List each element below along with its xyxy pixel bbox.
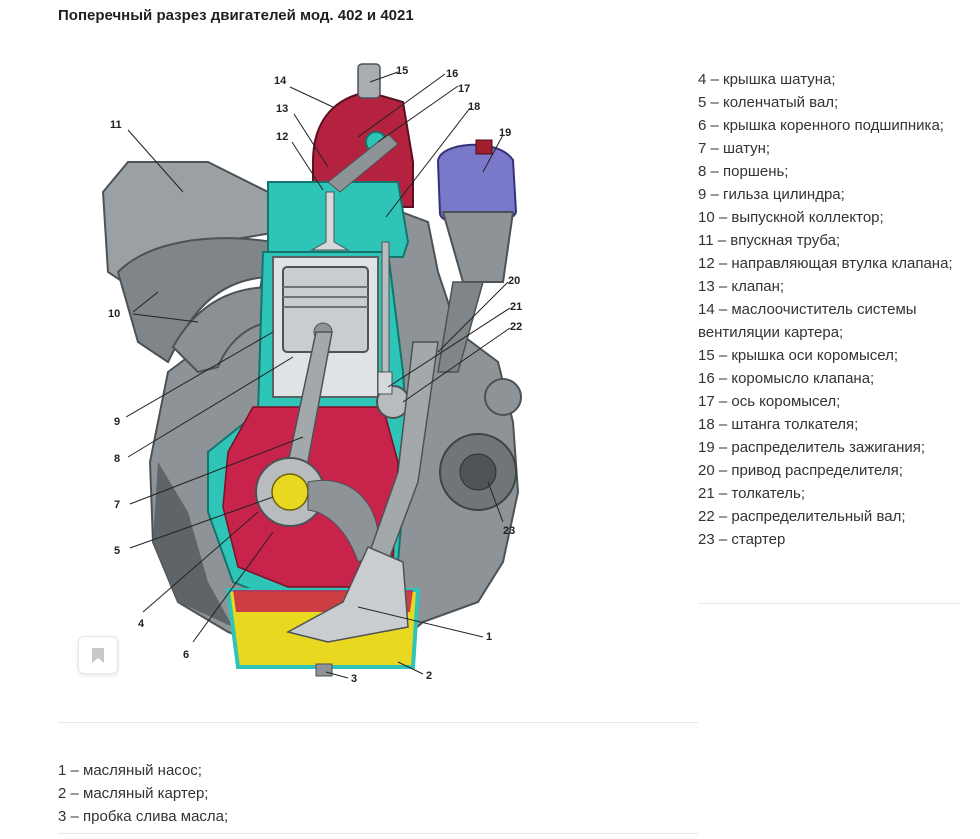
divider [58,722,698,723]
page-title: Поперечный разрез двигателей мод. 402 и … [58,7,414,24]
legend-item: 1 – масляный насос; [58,762,202,779]
starter-hub [459,453,497,491]
legend-item: 11 – впускная труба; [698,232,841,249]
callout-8: 8 [114,453,120,465]
callout-4: 4 [138,618,145,630]
engine-cross-section-figure: 1 2 3 4 5 6 7 8 9 10 11 12 13 14 15 16 1… [58,42,538,702]
legend-item: 22 – распределительный вал; [698,508,906,525]
legend-item: 17 – ось коромысел; [698,393,841,410]
distributor-shaft [437,281,484,373]
callout-2: 2 [426,670,432,682]
legend-item: 5 – коленчатый вал; [698,94,839,111]
legend-item: 6 – крышка коренного подшипника; [698,117,944,134]
legend-item: 23 – стартер [698,531,786,548]
legend-item: 18 – штанга толкателя; [698,416,859,433]
bookmark-button[interactable] [78,636,118,674]
legend-item: 19 – распределитель зажигания; [698,439,926,456]
callout-22: 22 [510,321,522,333]
callout-23: 23 [503,525,515,537]
legend-bottom-list: 1 – масляный насос; 2 – масляный картер;… [58,759,228,828]
callout-17: 17 [458,83,470,95]
callout-12: 12 [276,131,288,143]
pushrod [381,241,390,393]
distributor-cap-terminal [475,139,493,155]
callout-10: 10 [108,308,120,320]
legend-item: 20 – привод распределителя; [698,462,903,479]
legend-item: 10 – выпускной коллектор; [698,209,884,226]
cylinder-head [267,181,410,258]
legend-right-list: 4 – крышка шатуна; 5 – коленчатый вал; 6… [698,68,960,551]
legend-item: 8 – поршень; [698,163,789,180]
callout-leaders [125,71,511,679]
callout-1: 1 [486,631,492,643]
callout-14: 14 [274,75,287,87]
legend-item: 15 – крышка оси коромысел; [698,347,898,364]
callout-6: 6 [183,649,189,661]
starter-solenoid [484,378,522,416]
callout-16: 16 [446,68,458,80]
legend-item: 4 – крышка шатуна; [698,71,836,88]
legend-item: 12 – направляющая втулка клапана; [698,255,953,272]
callout-3: 3 [351,673,357,685]
divider [58,833,698,834]
rocker-arm [327,133,399,193]
legend-item: 21 – толкатель; [698,485,806,502]
callout-5: 5 [114,545,120,557]
legend-item: 2 – масляный картер; [58,785,209,802]
tappet [377,371,393,395]
legend-item: 16 – коромысло клапана; [698,370,875,387]
divider [698,603,960,604]
distributor-body [441,211,515,283]
callout-19: 19 [499,127,511,139]
valve [310,191,350,251]
bookmark-icon [92,647,104,663]
legend-item: 14 – маслоочиститель системы вентиляции … [698,301,917,341]
crankshaft-journal [271,473,309,511]
legend-item: 9 – гильза цилиндра; [698,186,845,203]
callout-15: 15 [396,65,408,77]
callout-13: 13 [276,103,288,115]
callout-20: 20 [508,275,520,287]
oil-pump [285,546,409,643]
oil-filler-neck [357,63,381,99]
callout-11: 11 [110,119,122,131]
callout-9: 9 [114,416,120,428]
callout-18: 18 [468,101,480,113]
legend-item: 3 – пробка слива масла; [58,808,229,825]
callout-7: 7 [114,499,120,511]
oil-drain-plug [315,663,333,677]
callout-21: 21 [510,301,522,313]
legend-item: 13 – клапан; [698,278,785,295]
legend-item: 7 – шатун; [698,140,771,157]
engine-diagram: 1 2 3 4 5 6 7 8 9 10 11 12 13 14 15 16 1… [101,63,522,685]
